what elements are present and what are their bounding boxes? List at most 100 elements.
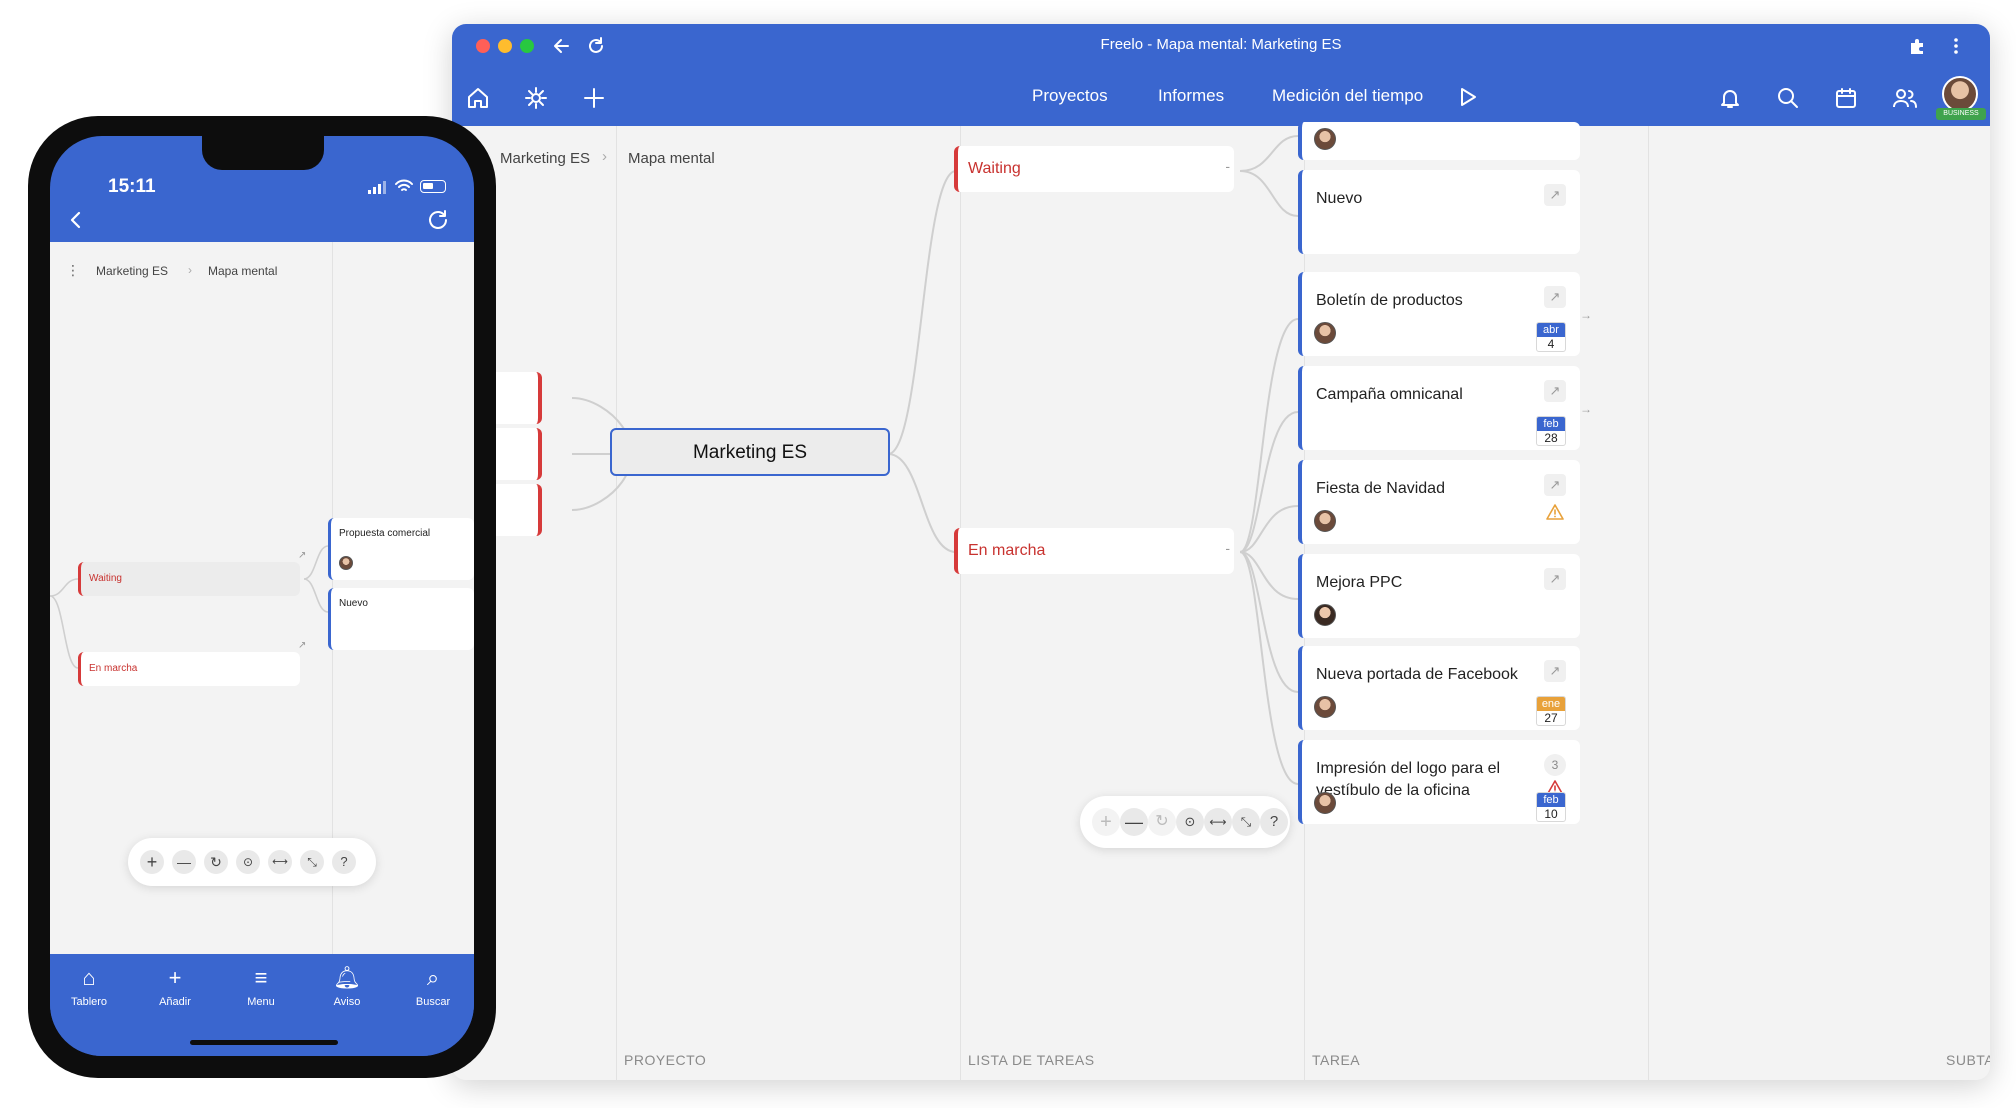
tasklist-name: En marcha bbox=[968, 542, 1046, 559]
tab-menu[interactable]: ≡ Menu bbox=[226, 964, 296, 1008]
help-icon[interactable]: ? bbox=[1260, 808, 1288, 836]
task-card[interactable]: Campaña omnicanal ↗ feb 28 bbox=[1298, 366, 1580, 450]
open-external-icon[interactable]: ↗ bbox=[1544, 474, 1566, 496]
phone-mind-map[interactable]: ⋮ Marketing ES › Mapa mental Waiting ↗ E… bbox=[50, 242, 474, 954]
open-external-icon[interactable]: ↗ bbox=[298, 640, 307, 651]
due-date-badge: abr 4 bbox=[1536, 322, 1566, 352]
nav-proyectos[interactable]: Proyectos bbox=[1032, 86, 1108, 105]
breadcrumb-current: Mapa mental bbox=[628, 150, 715, 167]
close-window-button[interactable] bbox=[476, 39, 490, 53]
task-title: Impresión del logo para el vestíbulo de … bbox=[1316, 760, 1501, 799]
user-avatar[interactable] bbox=[1942, 76, 1978, 112]
task-card-partial[interactable] bbox=[1298, 122, 1580, 160]
battery-icon bbox=[420, 180, 446, 193]
task-card[interactable]: Impresión del logo para el vestíbulo de … bbox=[1298, 740, 1580, 824]
title-bar: Freelo - Mapa mental: Marketing ES bbox=[452, 24, 1990, 68]
column-label-tasklist: LISTA DE TAREAS bbox=[968, 1052, 1095, 1068]
phone-tab-bar: ⌂ Tablero + Añadir ≡ Menu 🔔︎ Aviso ⌕ Bus… bbox=[50, 954, 474, 1056]
nav-informes[interactable]: Informes bbox=[1158, 86, 1225, 105]
open-external-icon[interactable]: ↗ bbox=[1544, 380, 1566, 402]
collapse-icon[interactable]: ⤡ bbox=[1232, 808, 1260, 836]
search-icon[interactable] bbox=[1776, 86, 1800, 110]
expand-arrow-icon[interactable]: → bbox=[1580, 308, 1592, 322]
phone-breadcrumb-project[interactable]: Marketing ES bbox=[96, 264, 169, 278]
tab-buscar[interactable]: ⌕ Buscar bbox=[398, 964, 468, 1008]
task-card[interactable]: Nueva portada de Facebook ↗ ene 27 bbox=[1298, 646, 1580, 730]
expand-arrow-icon[interactable]: → bbox=[1580, 402, 1592, 416]
collapse-icon[interactable]: ⤡ bbox=[300, 850, 324, 874]
column-label-subtask: SUBTA bbox=[1946, 1052, 1990, 1068]
menu-icon: ≡ bbox=[254, 965, 268, 990]
subtask-count-badge[interactable]: 3 bbox=[1544, 754, 1566, 776]
calendar-icon[interactable] bbox=[1834, 86, 1858, 110]
reset-icon[interactable]: ↻ bbox=[1148, 808, 1176, 836]
reload-icon[interactable] bbox=[586, 36, 606, 56]
mind-map-connectors bbox=[571, 135, 1299, 785]
more-vertical-icon[interactable]: ⋮ bbox=[66, 262, 80, 278]
zoom-in-icon[interactable]: + bbox=[1092, 808, 1120, 836]
play-timer-icon[interactable] bbox=[1456, 86, 1478, 108]
tab-anadir[interactable]: + Añadir bbox=[140, 964, 210, 1008]
nav-medicion-tiempo[interactable]: Medición del tiempo bbox=[1272, 86, 1424, 105]
assignee-avatar bbox=[1314, 510, 1336, 532]
users-icon[interactable] bbox=[1892, 86, 1918, 110]
bell-icon[interactable] bbox=[1718, 86, 1742, 110]
task-card[interactable]: Mejora PPC ↗ bbox=[1298, 554, 1580, 638]
settings-gear-icon[interactable] bbox=[524, 86, 548, 110]
help-icon[interactable]: ? bbox=[332, 850, 356, 874]
assignee-avatar bbox=[339, 556, 353, 570]
assignee-avatar bbox=[1314, 128, 1336, 150]
reset-icon[interactable]: ↻ bbox=[204, 850, 228, 874]
phone-tasklist-waiting[interactable]: Waiting bbox=[78, 562, 300, 596]
open-external-icon[interactable]: ↗ bbox=[1544, 568, 1566, 590]
back-chevron-icon[interactable] bbox=[66, 210, 86, 230]
extension-puzzle-icon[interactable] bbox=[1908, 36, 1928, 56]
open-external-icon[interactable]: ↗ bbox=[1544, 184, 1566, 206]
open-external-icon[interactable]: ↗ bbox=[298, 550, 307, 561]
breadcrumb-project[interactable]: Marketing ES bbox=[500, 150, 591, 167]
phone-notch bbox=[202, 136, 324, 170]
task-card[interactable]: Fiesta de Navidad ↗ bbox=[1298, 460, 1580, 544]
phone-task-card[interactable]: Nuevo bbox=[328, 588, 474, 650]
center-focus-icon[interactable]: ⊙ bbox=[236, 850, 260, 874]
zoom-in-icon[interactable]: + bbox=[140, 850, 164, 874]
fit-width-icon[interactable]: ⟷ bbox=[268, 850, 292, 874]
task-card[interactable]: Boletín de productos ↗ abr 4 bbox=[1298, 272, 1580, 356]
zoom-out-icon[interactable]: — bbox=[1120, 808, 1148, 836]
zoom-controls: + — ↻ ⊙ ⟷ ⤡ ? bbox=[1080, 796, 1290, 848]
search-icon: ⌕ bbox=[426, 965, 440, 990]
project-node[interactable]: Marketing ES bbox=[610, 428, 890, 476]
mind-map-canvas[interactable]: Marketing ES › Mapa mental bbox=[452, 122, 1990, 1080]
tasklist-node-en-marcha[interactable]: En marcha - bbox=[954, 528, 1234, 574]
phone-task-card[interactable]: Propuesta comercial bbox=[328, 518, 474, 580]
zoom-out-icon[interactable]: — bbox=[172, 850, 196, 874]
assignee-avatar bbox=[1314, 604, 1336, 626]
assignee-avatar bbox=[1314, 792, 1336, 814]
phone-tasklist-en-marcha[interactable]: En marcha bbox=[78, 652, 300, 686]
home-indicator bbox=[190, 1040, 338, 1045]
task-card[interactable]: Nuevo ↗ bbox=[1298, 170, 1580, 254]
open-external-icon[interactable]: ↗ bbox=[1544, 660, 1566, 682]
maximize-window-button[interactable] bbox=[520, 39, 534, 53]
home-icon: ⌂ bbox=[82, 965, 96, 990]
tasklist-node-waiting[interactable]: Waiting - bbox=[954, 146, 1234, 192]
bell-icon: 🔔︎ bbox=[333, 965, 361, 990]
breadcrumb-separator: › bbox=[188, 263, 192, 277]
phone-screen: 15:11 ⋮ Marketing ES › Mapa mental bbox=[50, 136, 474, 1056]
fit-width-icon[interactable]: ⟷ bbox=[1204, 808, 1232, 836]
tab-aviso[interactable]: 🔔︎ Aviso bbox=[312, 964, 382, 1008]
task-title: Nuevo bbox=[1316, 190, 1363, 207]
back-arrow-icon[interactable] bbox=[552, 36, 572, 56]
more-vertical-icon[interactable] bbox=[1946, 36, 1966, 56]
open-external-icon[interactable]: ↗ bbox=[1544, 286, 1566, 308]
collapse-toggle[interactable]: - bbox=[1225, 158, 1230, 174]
tab-tablero[interactable]: ⌂ Tablero bbox=[54, 964, 124, 1008]
home-icon[interactable] bbox=[466, 86, 490, 110]
collapse-toggle[interactable]: - bbox=[1225, 540, 1230, 556]
add-plus-icon[interactable] bbox=[582, 86, 606, 110]
minimize-window-button[interactable] bbox=[498, 39, 512, 53]
refresh-icon[interactable] bbox=[426, 208, 450, 232]
breadcrumb-separator: › bbox=[602, 148, 607, 165]
wifi-icon bbox=[395, 179, 413, 191]
center-focus-icon[interactable]: ⊙ bbox=[1176, 808, 1204, 836]
